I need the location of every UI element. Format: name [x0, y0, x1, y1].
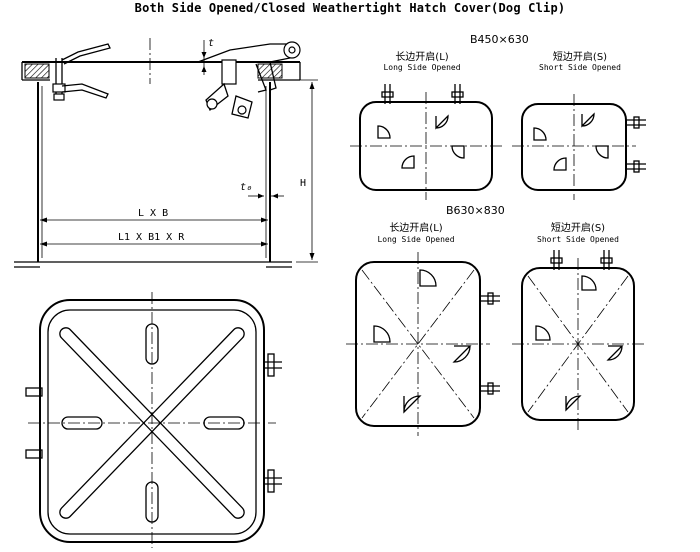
label-b450-long-cn: 长边开启(L) [395, 50, 448, 63]
label-b630-long-en: Long Side Opened [377, 235, 454, 244]
dim-l1b1r: L1 X B1 X R [118, 232, 185, 243]
dim-t: t [208, 38, 214, 49]
dim-t0: t₀ [240, 182, 252, 193]
dim-lxb: L X B [138, 208, 168, 219]
label-b630-short-cn: 短边开启(S) [551, 221, 605, 234]
diagram-title: Both Side Opened/Closed Weathertight Hat… [134, 1, 566, 15]
section-view: t H t₀ L X B L1 X B1 X R [14, 38, 318, 268]
label-b450-long-en: Long Side Opened [383, 63, 460, 72]
view-b630-long [346, 252, 500, 436]
plan-view [25, 292, 282, 548]
label-b450-short-en: Short Side Opened [539, 63, 621, 72]
size-label-b630: B630×830 [446, 204, 505, 217]
view-b630-short [512, 250, 644, 430]
size-label-b450: B450×630 [470, 33, 529, 46]
label-b630-short-en: Short Side Opened [537, 235, 619, 244]
label-b450-short-cn: 短边开启(S) [553, 50, 607, 63]
label-b630-long-cn: 长边开启(L) [389, 221, 442, 234]
view-b450-short [512, 94, 646, 200]
view-b450-long [350, 84, 502, 200]
dim-h: H [300, 178, 306, 189]
